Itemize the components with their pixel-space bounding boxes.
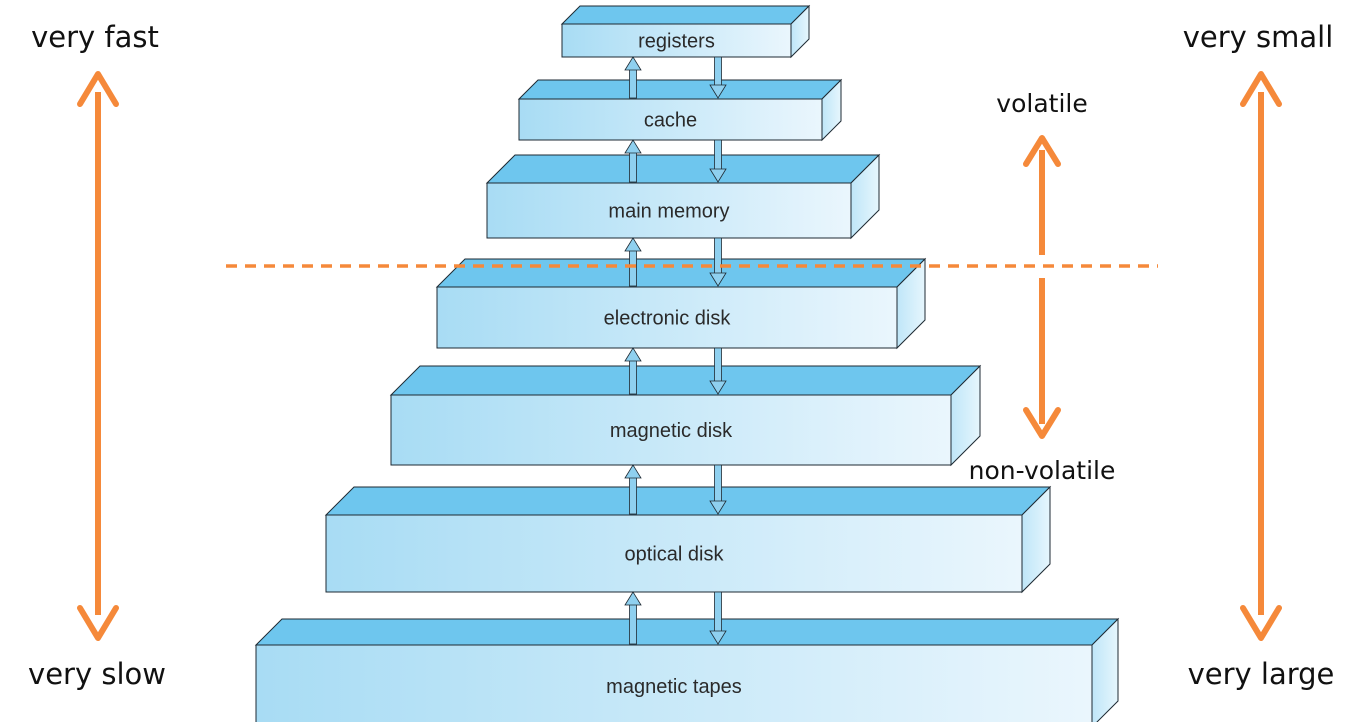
level-label: registers xyxy=(638,31,715,53)
level-label: optical disk xyxy=(625,544,725,566)
level-box-magnetic-tapes: magnetic tapes xyxy=(254,617,1120,722)
transfer-up-arrow xyxy=(624,591,642,645)
level-box-front xyxy=(486,182,852,239)
level-box-cache: cache xyxy=(517,78,843,142)
level-label: electronic disk xyxy=(604,308,732,330)
speed-axis-arrow xyxy=(77,71,119,641)
level-box-top xyxy=(254,618,1120,646)
transfer-arrows xyxy=(624,56,727,645)
level-box-top xyxy=(485,154,881,184)
transfer-up-arrow xyxy=(624,56,642,99)
level-box-front xyxy=(436,286,898,349)
transfer-up-arrow xyxy=(624,139,642,183)
non-volatile-label: non-volatile xyxy=(969,456,1116,485)
level-box-magnetic-disk: magnetic disk xyxy=(389,364,982,467)
level-box-top xyxy=(435,258,927,288)
transfer-up-arrow xyxy=(624,464,642,515)
transfer-down-arrow xyxy=(709,591,727,645)
transfer-down-arrow xyxy=(709,139,727,183)
level-box-optical-disk: optical disk xyxy=(324,485,1052,594)
level-box-top xyxy=(389,365,982,396)
level-box-top xyxy=(560,5,811,25)
level-label: main memory xyxy=(608,201,729,223)
level-box-top xyxy=(517,79,843,100)
storage-pyramid: registers cache main memory electronic disk… xyxy=(254,4,1120,722)
volatile-label: volatile xyxy=(996,89,1087,118)
transfer-up-arrow xyxy=(624,237,642,287)
non-volatile-arrow xyxy=(1023,278,1061,439)
level-label: magnetic disk xyxy=(610,420,733,442)
transfer-down-arrow xyxy=(709,56,727,99)
speed-top-label: very fast xyxy=(31,20,159,54)
level-label: cache xyxy=(644,110,697,132)
speed-bottom-label: very slow xyxy=(28,657,166,691)
level-box-top xyxy=(324,486,1052,516)
transfer-up-arrow xyxy=(624,347,642,395)
level-box-front xyxy=(518,98,823,141)
level-box-front xyxy=(561,23,792,58)
level-box-front xyxy=(325,514,1023,593)
transfer-down-arrow xyxy=(709,347,727,395)
level-box-main-memory: main memory xyxy=(485,153,881,240)
size-top-label: very small xyxy=(1183,20,1334,54)
level-label: magnetic tapes xyxy=(606,676,742,698)
volatile-arrow xyxy=(1023,135,1061,255)
transfer-down-arrow xyxy=(709,464,727,515)
level-box-electronic-disk: electronic disk xyxy=(435,257,927,350)
transfer-down-arrow xyxy=(709,237,727,287)
size-axis-arrow xyxy=(1240,71,1282,641)
level-box-front xyxy=(255,644,1093,722)
size-bottom-label: very large xyxy=(1188,657,1335,691)
level-box-front xyxy=(390,394,952,466)
level-box-registers: registers xyxy=(560,4,811,59)
